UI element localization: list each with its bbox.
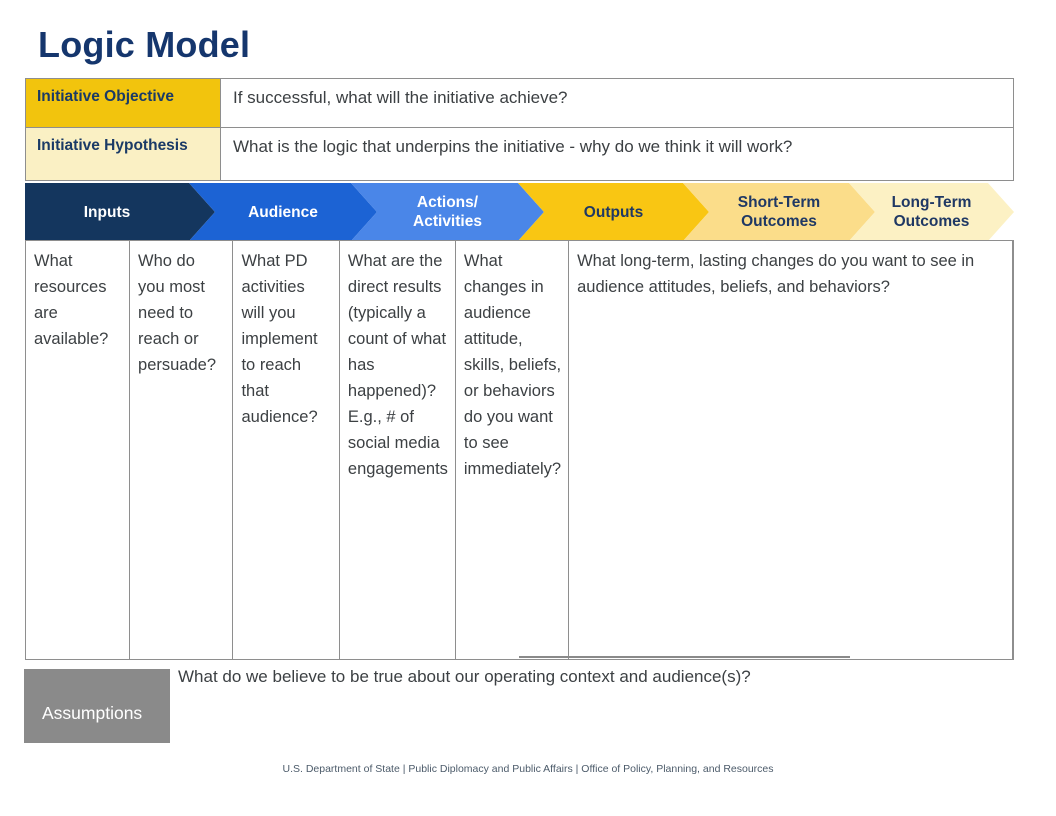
assumptions-label-box: Assumptions	[24, 669, 170, 743]
flow-chevron-band: Inputs Audience Actions/ Activities Outp…	[25, 183, 1041, 241]
assumptions-label: Assumptions	[42, 702, 143, 723]
cell-border-accent	[519, 656, 850, 658]
initiative-objective-label: Initiative Objective	[26, 79, 221, 127]
column-cell-actions-activities[interactable]: What PD activities will you implement to…	[233, 241, 340, 659]
flow-step-outputs: Outputs	[518, 183, 709, 241]
flow-step-actions-activities: Actions/ Activities	[351, 183, 544, 241]
initiative-hypothesis-cell[interactable]: What is the logic that underpins the ini…	[233, 137, 793, 156]
flow-step-audience: Audience	[189, 183, 377, 241]
initiative-objective-cell[interactable]: If successful, what will the initiative …	[233, 88, 568, 107]
page-title: Logic Model	[38, 24, 251, 65]
column-cell-audience[interactable]: Who do you most need to reach or persuad…	[130, 241, 234, 659]
initiative-table: Initiative Objective If successful, what…	[25, 78, 1014, 181]
column-cell-outputs[interactable]: What are the direct results (typically a…	[340, 241, 456, 659]
footer-attribution: U.S. Department of State | Public Diplom…	[282, 763, 774, 775]
table-row: Initiative Hypothesis What is the logic …	[26, 127, 1013, 180]
assumptions-question: What do we believe to be true about our …	[178, 667, 751, 686]
column-cell-short-term-outcomes[interactable]: What changes in audience attitude, skill…	[456, 241, 570, 659]
flow-step-long-term-outcomes: Long-Term Outcomes	[849, 183, 1014, 241]
column-cell-long-term-outcomes[interactable]: What long-term, lasting changes do you w…	[569, 241, 1013, 659]
initiative-hypothesis-label: Initiative Hypothesis	[26, 128, 221, 180]
flow-step-inputs: Inputs	[25, 183, 215, 241]
flow-step-short-term-outcomes: Short-Term Outcomes	[683, 183, 875, 241]
column-cell-inputs[interactable]: What resources are available?	[26, 241, 131, 659]
logic-model-columns: What resources are available? Who do you…	[25, 240, 1014, 660]
table-row: Initiative Objective If successful, what…	[26, 79, 1013, 127]
